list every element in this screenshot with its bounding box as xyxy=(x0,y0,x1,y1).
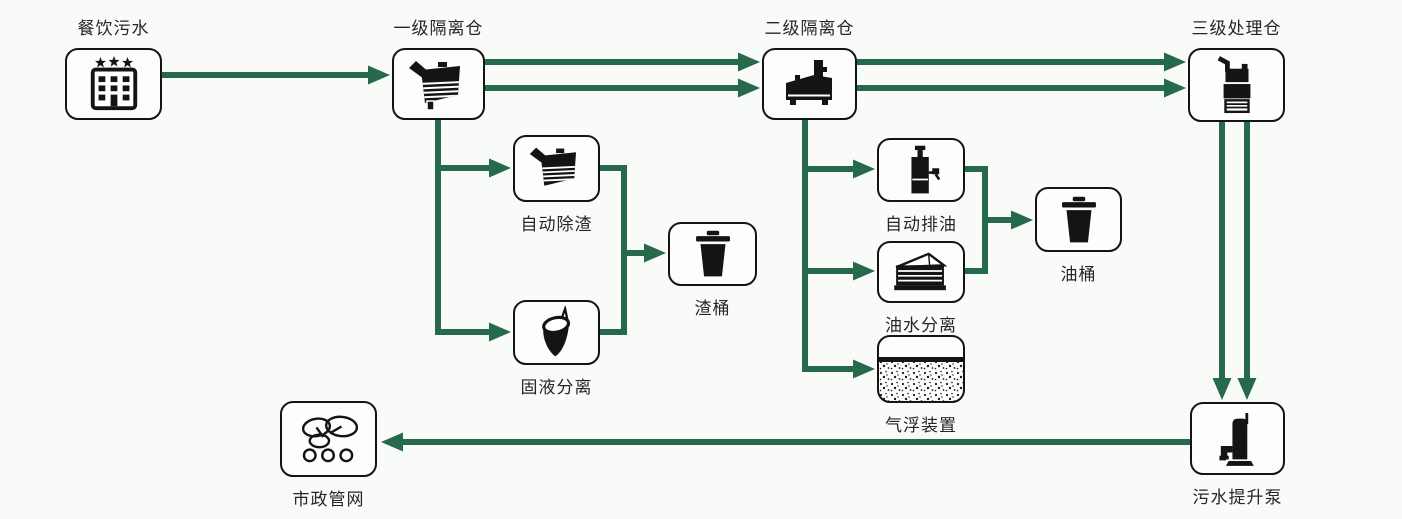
arrowhead xyxy=(489,158,511,178)
node-label: 自动排油 xyxy=(885,215,957,234)
air-flotation-device-box xyxy=(877,335,965,403)
arrowhead xyxy=(1011,210,1033,230)
tower-icon xyxy=(1217,56,1250,114)
node-label: 油桶 xyxy=(1060,265,1097,284)
node-oil-water-separation: 油水分离 xyxy=(877,241,965,335)
node-label: 一级隔离仓 xyxy=(393,19,484,38)
arrowhead xyxy=(853,159,875,179)
municipal-pipe-network-box xyxy=(280,401,377,477)
node-oil-bucket: 油桶 xyxy=(1035,187,1122,284)
stage3-treatment-box xyxy=(1188,48,1285,122)
auto-oil-discharge-box xyxy=(877,138,965,202)
flow-line xyxy=(435,120,491,335)
node-solid-liquid-separation: 固液分离 xyxy=(513,300,600,397)
solid-liquid-separation-box xyxy=(513,300,600,365)
arrowhead xyxy=(1164,52,1186,72)
node-label: 自动除渣 xyxy=(520,215,593,234)
funnel-icon xyxy=(541,305,570,356)
node-label: 餐饮污水 xyxy=(77,19,150,38)
node-label: 固液分离 xyxy=(520,378,593,397)
building-icon xyxy=(90,56,137,111)
inclined-separator-icon xyxy=(408,61,460,111)
node-sewage-lift-pump: 污水提升泵 xyxy=(1190,402,1285,507)
oil-bucket-box xyxy=(1035,187,1122,252)
node-stage1-isolation: 一级隔离仓 xyxy=(392,19,485,120)
node-auto-deslagging: 自动除渣 xyxy=(513,135,600,234)
node-stage2-isolation: 二级隔离仓 xyxy=(762,19,857,120)
pump-icon xyxy=(1218,412,1254,466)
node-slag-bucket: 渣桶 xyxy=(668,222,757,318)
arrowhead xyxy=(489,322,511,342)
arrowhead xyxy=(853,359,875,379)
trash-bin-icon xyxy=(1061,196,1096,242)
node-kitchen-wastewater: 餐饮污水 xyxy=(65,19,162,120)
flow-line xyxy=(802,120,855,372)
node-auto-oil-discharge: 自动排油 xyxy=(877,138,965,234)
pipes-icon xyxy=(301,415,358,463)
speckle-tank-icon xyxy=(879,357,963,401)
kitchen-wastewater-box xyxy=(65,48,162,120)
arrowhead xyxy=(381,432,403,452)
arrowhead xyxy=(738,78,760,98)
arrowhead xyxy=(738,52,760,72)
node-air-flotation-device: 气浮装置 xyxy=(877,335,965,435)
arrowhead xyxy=(1237,378,1257,400)
arrowhead xyxy=(368,65,390,85)
inclined-separator-icon xyxy=(529,147,576,186)
node-label: 三级处理仓 xyxy=(1191,19,1282,38)
trash-bin-icon xyxy=(695,230,730,277)
stage1-isolation-box xyxy=(392,48,485,120)
arrowhead xyxy=(853,261,875,281)
arrowhead xyxy=(1212,378,1232,400)
node-label: 渣桶 xyxy=(694,299,731,318)
node-label: 气浮装置 xyxy=(885,416,957,435)
hopper-tank-icon xyxy=(785,60,832,105)
arrowhead xyxy=(644,243,666,263)
auto-deslagging-box xyxy=(513,135,600,202)
sewage-lift-pump-box xyxy=(1190,402,1285,475)
flow-line xyxy=(600,165,627,335)
flow-line xyxy=(965,166,988,274)
arrowhead xyxy=(1164,78,1186,98)
cylinder-valve-icon xyxy=(911,145,941,194)
stage2-isolation-box xyxy=(762,48,857,120)
node-label: 二级隔离仓 xyxy=(764,19,855,38)
node-label: 市政管网 xyxy=(292,490,365,509)
node-label: 污水提升泵 xyxy=(1192,488,1283,507)
node-stage3-treatment: 三级处理仓 xyxy=(1188,19,1285,122)
slag-bucket-box xyxy=(668,222,757,286)
node-municipal-pipe-network: 市政管网 xyxy=(280,401,377,509)
oil-water-separation-box xyxy=(877,241,965,303)
ridge-tank-icon xyxy=(894,252,948,291)
node-label: 油水分离 xyxy=(885,316,957,335)
